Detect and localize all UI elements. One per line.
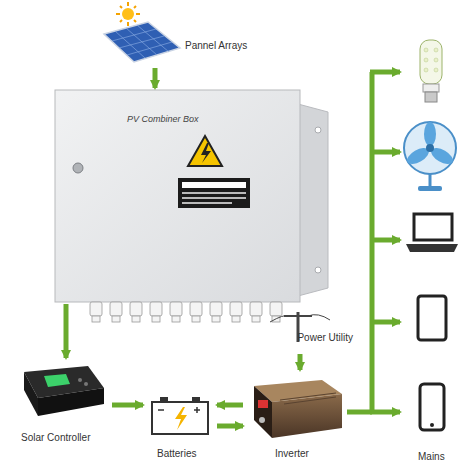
controller-icon	[24, 366, 104, 416]
laptop-icon	[406, 214, 458, 252]
node-label: Inverter	[275, 448, 309, 460]
tablet-icon	[418, 296, 446, 340]
flow-arrow	[217, 424, 243, 429]
node-label: Pannel Arrays	[185, 40, 247, 52]
battery-bank: Batteries	[145, 390, 215, 465]
panel-array: Pannel Arrays	[95, 4, 265, 66]
solar-controller: Solar Controller	[15, 360, 110, 450]
phone-icon	[420, 384, 444, 430]
cable-glands	[90, 302, 282, 322]
notice-plate	[178, 178, 250, 208]
flow-arrow	[217, 403, 243, 408]
solar-panel	[104, 22, 180, 62]
flow-arrow	[298, 354, 303, 370]
battery-icon	[152, 397, 208, 434]
node-label: Batteries	[157, 448, 196, 460]
inverter: Inverter	[245, 372, 345, 465]
bulb-icon	[420, 40, 442, 102]
warning-sign	[188, 136, 222, 166]
output-arrows	[347, 72, 400, 412]
power-utility: Power Utility	[265, 300, 355, 352]
inverter-icon	[254, 380, 342, 438]
flow-arrow	[64, 304, 69, 358]
output-label: Mains	[418, 451, 445, 463]
combiner-housing	[55, 90, 300, 302]
flow-arrow	[153, 68, 158, 88]
flow-arrow	[112, 403, 143, 408]
node-label: Power Utility	[297, 332, 353, 344]
mount-flange	[298, 104, 328, 296]
node-label: Solar Controller	[21, 432, 90, 444]
node-label: PV Combiner Box	[127, 114, 199, 125]
lock	[73, 163, 83, 173]
fan-icon	[404, 122, 456, 191]
sun-icon	[116, 2, 140, 26]
combiner-box: PV Combiner Box	[55, 90, 300, 302]
